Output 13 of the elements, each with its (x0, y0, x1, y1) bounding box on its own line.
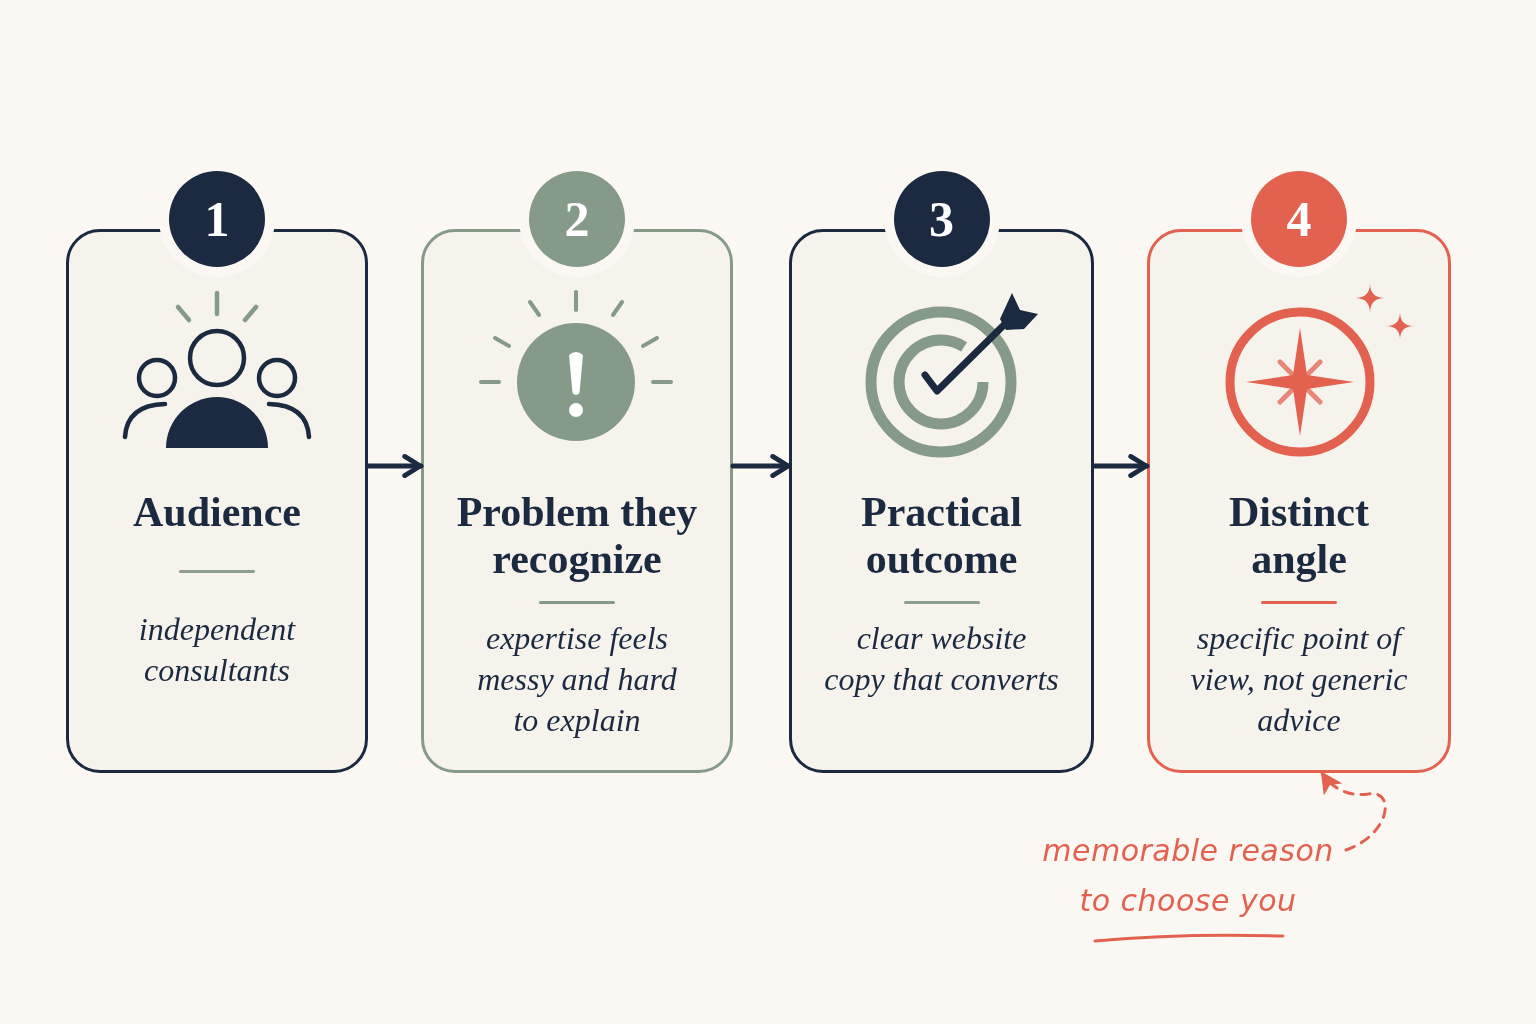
card-title: Distinct angle (1228, 489, 1370, 583)
card-title: Practical outcome (860, 489, 1023, 583)
card-description: clear website copy that converts (823, 619, 1060, 699)
arrow (365, 454, 424, 478)
card-description: independent consultants (137, 610, 297, 690)
card-title: Audience (133, 489, 301, 536)
card-title: Problem they recognize (455, 489, 699, 583)
card-description: specific point of view, not generic advice (1189, 619, 1409, 740)
card-description: expertise feels messy and hard to explain (476, 619, 678, 740)
arrow (730, 454, 792, 478)
arrow (1091, 454, 1150, 478)
dashed-arrow (1320, 771, 1387, 852)
annotation-text: memorable reason to choose you (1030, 826, 1346, 926)
